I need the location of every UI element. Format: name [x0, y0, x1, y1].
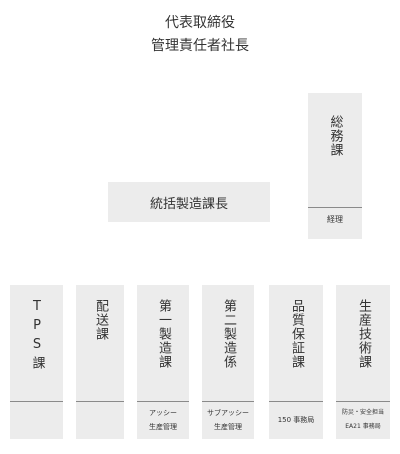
dept-manufacturing-1-divider: [137, 401, 189, 402]
dept-manufacturing-1-sub2: 生産管理: [149, 423, 177, 431]
dept-delivery-divider: [76, 401, 124, 402]
dept-quality-assurance: 品質保証課 150 事務局: [269, 285, 323, 439]
dept-tps-title: TPS課: [29, 299, 45, 373]
dept-manufacturing-1: 第一製造課 アッシー 生産管理: [137, 285, 189, 439]
dept-manufacturing-2-divider: [202, 401, 254, 402]
dept-production-engineering-title-wrap: 生産技術課: [336, 299, 390, 369]
dept-manufacturing-1-sub1: アッシー: [149, 409, 177, 417]
dept-delivery-title: 配送課: [93, 299, 108, 341]
manufacturing-manager-title: 統括製造課長: [149, 196, 228, 212]
dept-production-engineering-sub1: 防災・安全担当: [341, 409, 384, 416]
dept-manufacturing-1-title-wrap: 第一製造課: [137, 299, 189, 369]
dept-manufacturing-2-sub: サブアッシー 生産管理: [202, 406, 254, 434]
dept-manufacturing-2-title-wrap: 第二製造係: [202, 299, 254, 369]
dept-production-engineering-sub: 防災・安全担当 EA21 事務局: [336, 406, 390, 434]
dept-tps: TPS課: [10, 285, 63, 439]
dept-quality-assurance-sub1: 150 事務局: [277, 416, 315, 424]
general-affairs-title: 総務課: [327, 115, 343, 157]
executive-line-1: 代表取締役: [165, 15, 235, 31]
dept-manufacturing-2-sub1: サブアッシー: [207, 409, 249, 417]
general-affairs-title-wrap: 総務課: [308, 115, 362, 157]
dept-production-engineering-title: 生産技術課: [356, 299, 371, 369]
dept-quality-assurance-title: 品質保証課: [289, 299, 304, 369]
dept-manufacturing-1-sub: アッシー 生産管理: [137, 406, 189, 434]
executive-line-2: 管理責任者社長: [151, 38, 249, 54]
executive-title: 代表取締役 管理責任者社長: [100, 12, 300, 58]
general-affairs-box: 総務課 経理: [308, 93, 362, 239]
dept-production-engineering-divider: [336, 401, 390, 402]
dept-quality-assurance-divider: [269, 401, 323, 402]
dept-tps-title-wrap: TPS課: [10, 299, 63, 373]
dept-manufacturing-2-title: 第二製造係: [221, 299, 236, 369]
dept-delivery-title-wrap: 配送課: [76, 299, 124, 341]
dept-production-engineering: 生産技術課 防災・安全担当 EA21 事務局: [336, 285, 390, 439]
dept-manufacturing-2: 第二製造係 サブアッシー 生産管理: [202, 285, 254, 439]
dept-quality-assurance-title-wrap: 品質保証課: [269, 299, 323, 369]
dept-delivery: 配送課: [76, 285, 124, 439]
dept-manufacturing-1-title: 第一製造課: [156, 299, 171, 369]
dept-production-engineering-sub2: EA21 事務局: [345, 423, 381, 430]
manufacturing-manager-box: 統括製造課長: [108, 182, 270, 222]
dept-manufacturing-2-sub2: 生産管理: [214, 423, 242, 431]
general-affairs-divider: [308, 207, 362, 208]
general-affairs-sub: 経理: [327, 215, 343, 224]
dept-tps-divider: [10, 401, 63, 402]
